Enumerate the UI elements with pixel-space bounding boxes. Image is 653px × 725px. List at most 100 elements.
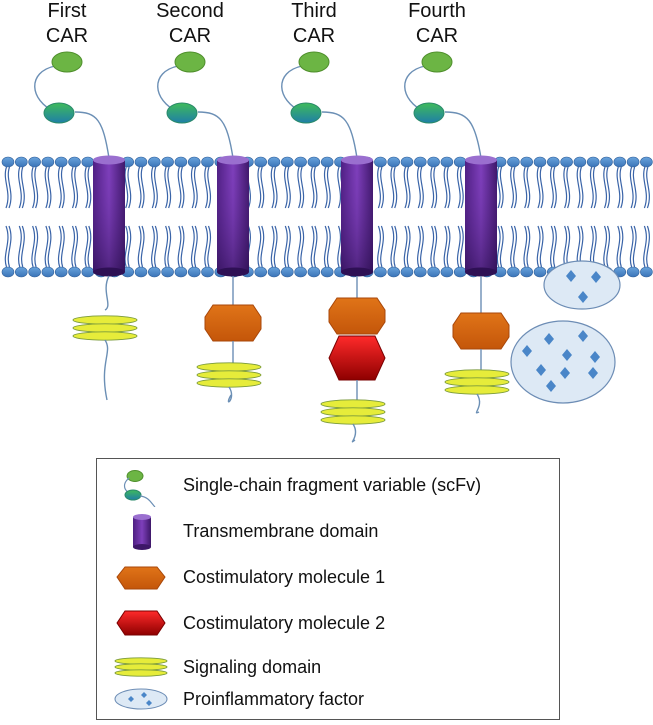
lipid-tail xyxy=(257,225,262,268)
lipid-tail xyxy=(632,166,637,209)
lipid-tail xyxy=(589,166,594,209)
cytokine-particle xyxy=(560,367,570,379)
lipid-tail xyxy=(393,166,398,209)
legend-label-costim-2: Costimulatory molecule 2 xyxy=(183,613,386,633)
scfv-heavy-chain xyxy=(298,51,330,73)
lipid-tail xyxy=(151,225,155,268)
proinflammatory-icon xyxy=(114,688,168,710)
lipid-tail xyxy=(127,225,132,268)
lipid-tail xyxy=(606,166,611,209)
lipid-tail xyxy=(21,225,25,268)
lipid-tail xyxy=(313,166,318,209)
lipid-tail xyxy=(456,166,461,209)
hinge-line xyxy=(444,111,482,159)
transmembrane-top xyxy=(217,155,249,165)
lipid-tail xyxy=(207,166,212,209)
legend-row-transmembrane: Transmembrane domain xyxy=(97,513,559,553)
lipid-tail xyxy=(207,225,212,268)
lipid-tail xyxy=(193,166,198,209)
proinflammatory-vesicle-small xyxy=(543,260,621,310)
lipid-tail xyxy=(18,225,22,268)
c-terminal-tail xyxy=(103,339,109,401)
phospholipid-head xyxy=(626,266,640,278)
lipid-tail xyxy=(323,225,328,268)
lipid-tail xyxy=(616,166,621,209)
lipid-tail xyxy=(60,225,65,268)
phospholipid-head xyxy=(294,266,307,278)
lipid-tail xyxy=(300,225,305,268)
signaling-domain-layer xyxy=(320,415,386,425)
car-title-3-line1: Third xyxy=(291,0,337,22)
c-terminal-tail xyxy=(227,386,233,403)
vesicle xyxy=(543,260,621,310)
hinge-line xyxy=(321,111,358,159)
phospholipid-head xyxy=(640,266,653,278)
lipid-tail xyxy=(127,166,132,209)
lipid-tail xyxy=(260,225,265,268)
lipid-tail xyxy=(7,225,12,268)
lipid-tail xyxy=(377,225,381,268)
lipid-tail xyxy=(446,166,451,209)
phospholipid-head xyxy=(54,156,68,168)
phospholipid-head xyxy=(280,266,294,278)
lipid-tail xyxy=(553,225,557,268)
lipid-tail xyxy=(643,166,647,209)
car-receptors xyxy=(34,51,510,443)
phospholipid-head xyxy=(533,156,547,168)
lipid-tail xyxy=(499,166,504,209)
phospholipid-head xyxy=(187,156,201,168)
hinge-line xyxy=(74,111,110,159)
lipid-tail xyxy=(167,166,172,209)
lipid-tail xyxy=(629,166,634,209)
lipid-tail xyxy=(18,166,22,209)
lipid-tail xyxy=(579,166,584,209)
phospholipid-head xyxy=(161,156,174,168)
lipid-tail xyxy=(420,166,424,209)
phospholipid-head xyxy=(81,156,95,168)
phospholipid-head xyxy=(640,156,653,168)
scfv-light-chain xyxy=(43,102,75,124)
phospholipid-head xyxy=(134,266,148,278)
phospholipid-head xyxy=(400,266,414,278)
lipid-tail xyxy=(539,225,544,268)
lipid-tail xyxy=(592,166,597,209)
lipid-tail xyxy=(47,166,52,209)
lipid-tail xyxy=(566,225,571,268)
cytokine-particle xyxy=(562,349,572,361)
transmembrane-shade xyxy=(217,160,249,272)
proinflammatory-vesicle-large xyxy=(510,320,616,404)
phospholipid-head xyxy=(161,266,174,278)
scfv-light-chain xyxy=(290,102,322,124)
lipid-tail xyxy=(4,225,9,268)
lipid-tail xyxy=(553,166,557,209)
phospholipid-head xyxy=(573,156,587,168)
lipid-tail xyxy=(154,225,158,268)
lipid-tail xyxy=(603,166,608,209)
lipid-tail xyxy=(443,225,448,268)
phospholipid-head xyxy=(68,156,81,168)
phospholipid-head xyxy=(254,266,268,278)
cytokine-particle xyxy=(536,364,546,376)
cytokine-particle xyxy=(546,380,556,392)
lipid-tail xyxy=(273,166,278,209)
transmembrane-top xyxy=(93,155,125,165)
lipid-tail xyxy=(124,166,129,209)
costimulatory-molecule-1 xyxy=(452,312,510,350)
lipid-tail xyxy=(204,166,209,209)
lipid-tail xyxy=(539,166,544,209)
phospholipid-head xyxy=(134,156,148,168)
signaling-domain-layer xyxy=(72,323,138,333)
lipid-tail xyxy=(140,166,145,209)
lipid-tail xyxy=(563,166,568,209)
phospholipid-head xyxy=(54,266,68,278)
car-title-2-line2: CAR xyxy=(169,25,211,47)
signaling-domain-layer xyxy=(196,378,262,388)
lipid-tail xyxy=(646,225,650,268)
phospholipid-head xyxy=(427,266,440,278)
phospholipid-head xyxy=(600,156,613,168)
phospholipid-head xyxy=(453,156,467,168)
lipid-tail xyxy=(124,225,129,268)
transmembrane-bottom xyxy=(465,267,497,277)
phospholipid-head xyxy=(613,156,627,168)
transmembrane-top xyxy=(465,155,497,165)
